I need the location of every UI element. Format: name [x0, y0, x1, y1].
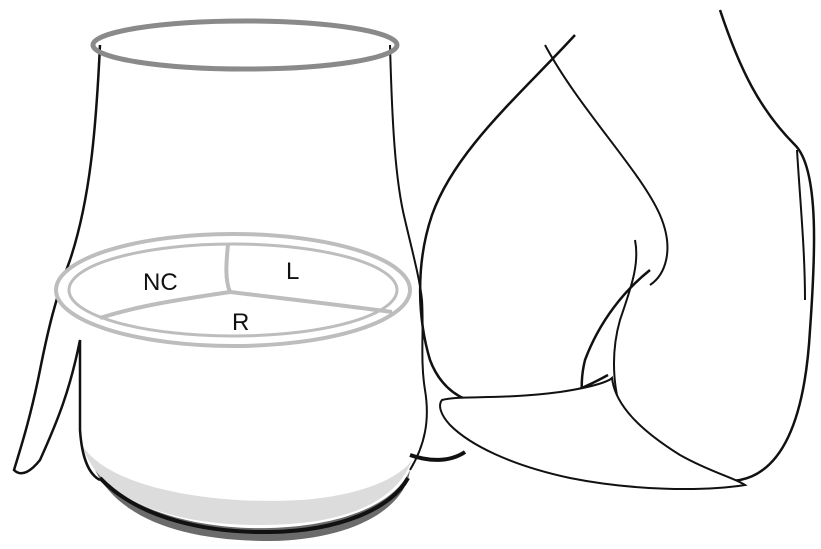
heart-inner-fold	[545, 45, 667, 285]
cusp-label-left: L	[286, 258, 299, 285]
heart-outline	[420, 35, 608, 406]
aortic-top-rim	[93, 21, 397, 69]
cusp-label-non-coronary: NC	[143, 269, 178, 296]
atrial-appendage	[440, 378, 745, 489]
cusp-label-right: R	[232, 309, 249, 336]
heart-groove	[797, 150, 805, 300]
